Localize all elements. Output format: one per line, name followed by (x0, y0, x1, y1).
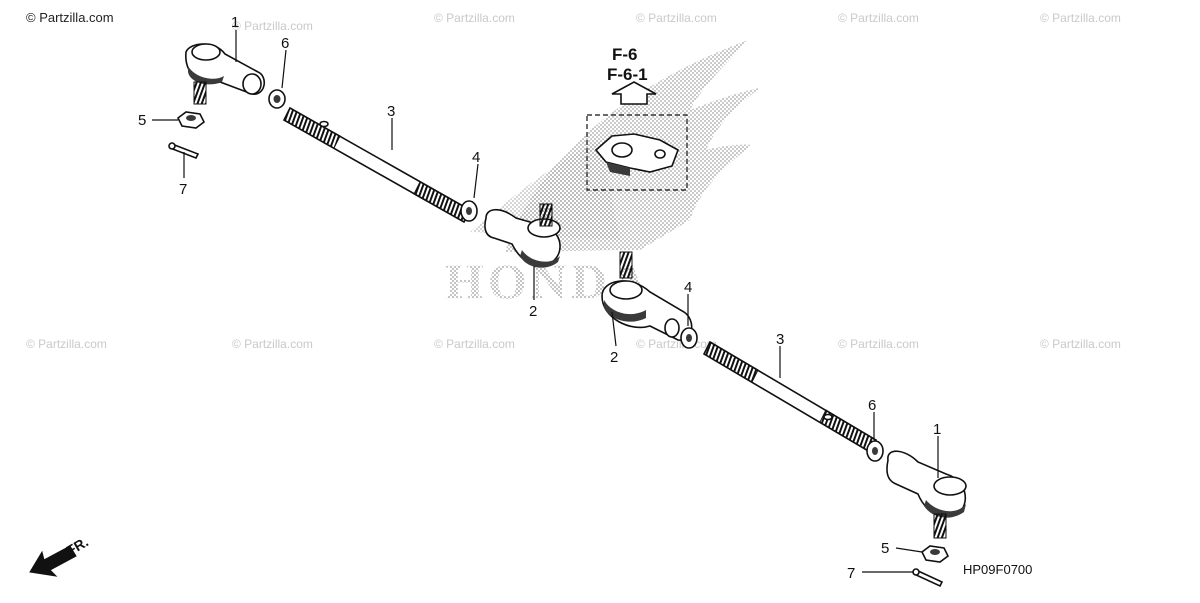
reference-box (586, 114, 688, 191)
callout-1: 1 (933, 421, 941, 438)
callout-4: 4 (472, 149, 480, 166)
callout-3: 3 (776, 331, 784, 348)
arrow-down-left-icon (29, 545, 77, 577)
watermark: © Partzilla.com (1040, 11, 1121, 25)
front-direction: FR. (29, 533, 91, 577)
lock-nut-outer-lower (866, 440, 884, 462)
cotter-pin-upper (168, 142, 200, 160)
watermark: © Partzilla.com (434, 11, 515, 25)
leader-lines (152, 30, 939, 573)
watermark: © Partzilla.com (26, 337, 107, 351)
diagram-code: HP09F0700 (963, 562, 1032, 577)
knuckle-bracket-part (594, 133, 679, 176)
callout-5: 5 (881, 540, 889, 557)
tie-rod-end-outer-lower (886, 450, 967, 539)
reference-group: F-6 F-6-1 (586, 45, 688, 191)
watermark: © Partzilla.com (1040, 337, 1121, 351)
watermark: © Partzilla.com (838, 337, 919, 351)
honda-wing-logo: HONDA (445, 40, 760, 309)
watermark: © Partzilla.com (232, 19, 313, 33)
callout-6: 6 (868, 397, 876, 414)
watermark: © Partzilla.com (434, 337, 515, 351)
watermark: © Partzilla.com (838, 11, 919, 25)
tie-rod-end-outer-upper (185, 43, 265, 105)
reference-line1: F-6 (612, 45, 638, 64)
callout-2: 2 (529, 303, 537, 320)
castle-nut-lower (920, 545, 950, 563)
reference-line2: F-6-1 (607, 65, 648, 84)
callout-4: 4 (684, 279, 692, 296)
arrow-up-icon (611, 81, 657, 105)
callout-2: 2 (610, 349, 618, 366)
watermark: © Partzilla.com (232, 337, 313, 351)
callout-7: 7 (847, 565, 855, 582)
callout-3: 3 (387, 103, 395, 120)
callouts: 1 6 3 4 5 7 2 2 4 3 6 1 5 7 (138, 14, 941, 582)
callout-5: 5 (138, 112, 146, 129)
callout-1: 1 (231, 14, 239, 31)
castle-nut-upper (176, 111, 206, 129)
lock-nut-outer-upper (268, 89, 286, 109)
lock-nut-upper (460, 200, 478, 222)
watermark-primary: © Partzilla.com (26, 10, 114, 25)
cotter-pin-lower (912, 568, 944, 588)
tie-rod-end-inner-upper (484, 203, 561, 268)
tie-rod-lower (702, 340, 878, 454)
callout-7: 7 (179, 181, 187, 198)
tie-rod-upper (282, 106, 472, 224)
watermark: © Partzilla.com (636, 11, 717, 25)
lock-nut-lower (680, 327, 698, 349)
callout-6: 6 (281, 35, 289, 52)
watermark-layer: © Partzilla.com © Partzilla.com © Partzi… (26, 10, 1121, 351)
